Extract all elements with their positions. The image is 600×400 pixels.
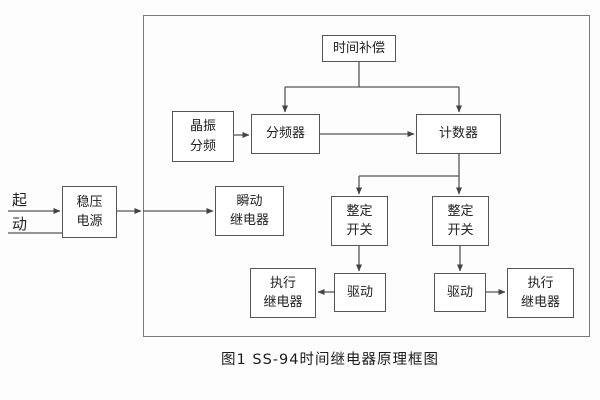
main-enclosure-frame <box>143 15 590 337</box>
block-setting-switch-left: 整定 开关 <box>331 196 388 246</box>
block-drive-left: 驱动 <box>334 273 386 312</box>
block-time-compensation: 时间补偿 <box>322 35 396 62</box>
block-instant-relay: 瞬动 继电器 <box>215 186 284 236</box>
block-crystal-frequency-divider: 晶振 分频 <box>172 111 234 162</box>
block-regulated-power-supply: 稳压 电源 <box>62 186 117 238</box>
start-input-label-line1: 起 <box>12 191 28 209</box>
figure-caption: 图1 SS-94时间继电器原理框图 <box>221 352 439 368</box>
block-frequency-divider: 分频器 <box>251 114 320 154</box>
block-executive-relay-left: 执行 继电器 <box>250 268 316 318</box>
block-counter: 计数器 <box>416 114 501 154</box>
block-drive-right: 驱动 <box>434 273 486 312</box>
start-input-label-line2: 动 <box>12 215 28 233</box>
block-setting-switch-right: 整定 开关 <box>432 196 489 246</box>
block-executive-relay-right: 执行 继电器 <box>507 268 574 318</box>
